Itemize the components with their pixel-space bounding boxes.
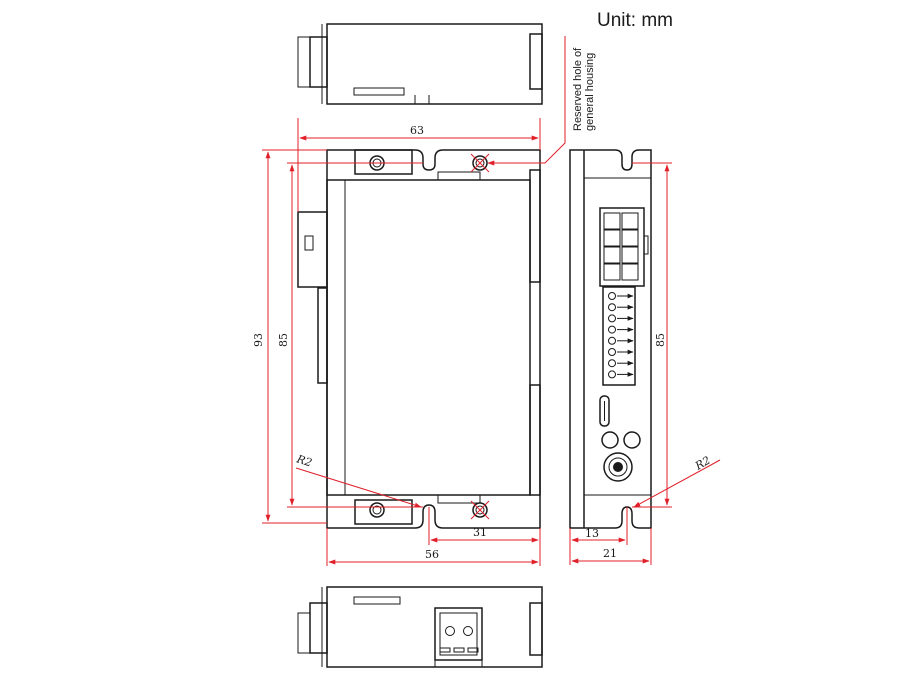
mount-hole-bottom: [369, 502, 385, 518]
terminal-pin-hole: [608, 292, 616, 300]
terminal-pin-hole: [608, 370, 616, 379]
motor-connector: [434, 607, 483, 661]
bottom-view: [297, 586, 543, 668]
led-right: [623, 431, 641, 449]
terminal-pin-hole: [608, 325, 616, 334]
dimension-lines: [262, 36, 721, 566]
reserved-hole-bottom: [472, 502, 488, 518]
reserved-hole-note-line2: general housing: [584, 53, 596, 131]
dim-side-height: 85: [654, 333, 667, 347]
terminal-pin-hole: [608, 359, 616, 368]
dim-radius-left: R2: [294, 452, 314, 469]
dim-side-radius: R2: [692, 454, 713, 473]
reserved-hole-note-line1: Reserved hole of: [572, 47, 584, 131]
dim-height-holes: 85: [277, 333, 290, 347]
top-view: [297, 23, 543, 105]
terminal-pin-hole: [608, 336, 616, 345]
dim-width-top: 63: [410, 124, 424, 137]
signal-terminal: [602, 286, 636, 386]
dim-width-body: 56: [425, 548, 439, 561]
terminal-pin-hole: [608, 348, 616, 356]
terminal-pin-hole: [608, 303, 616, 312]
terminal-pin-hole: [608, 314, 616, 323]
unit-label: Unit: mm: [597, 10, 673, 31]
reserved-hole-top: [472, 155, 488, 171]
dim-hole-offset: 31: [473, 526, 487, 539]
dip-switch: [603, 452, 633, 482]
side-view: [569, 149, 652, 529]
dim-side-width: 21: [603, 547, 617, 560]
dim-side-offset: 13: [585, 527, 599, 540]
dim-height-total: 93: [252, 333, 265, 347]
front-view: [297, 149, 541, 529]
led-left: [601, 431, 619, 449]
status-led-slot: [599, 395, 610, 427]
